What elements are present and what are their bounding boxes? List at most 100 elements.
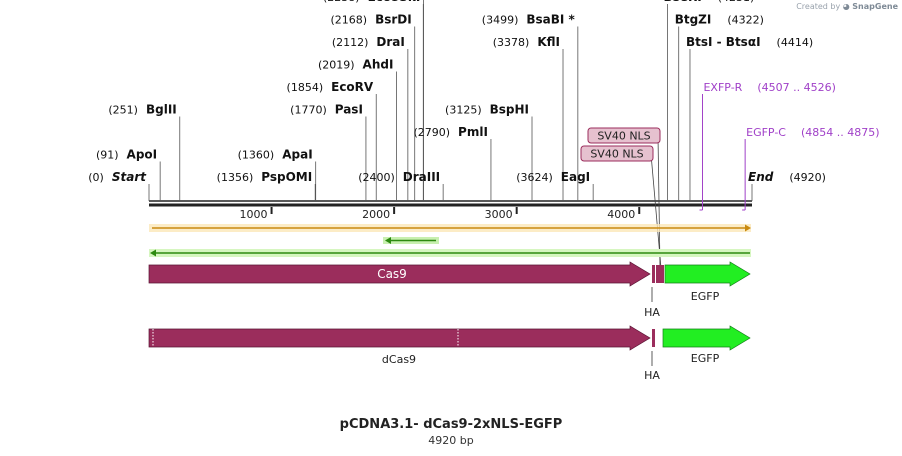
ha-label-2: HA [644, 369, 660, 382]
site-name: PmlI [458, 125, 488, 139]
nls-labels: SV40 NLS SV40 NLS [580, 127, 662, 269]
site-bseri[interactable]: BseRI (4231) [664, 0, 755, 201]
nls-box [580, 145, 654, 162]
site-position: (1770) [290, 104, 327, 117]
site-name: BseRI [664, 0, 702, 4]
site-position: (3125) [445, 104, 482, 117]
site-position: (2400) [358, 171, 395, 184]
nls-label[interactable]: SV40 NLS [587, 127, 661, 269]
site-position: (0) [88, 171, 104, 184]
site-draiii[interactable]: DraIII (2400) [358, 170, 444, 201]
site-eagi[interactable]: EagI (3624) [516, 170, 594, 201]
site-name: EcoRV [331, 80, 374, 94]
ruler-tick-label: 3000 [485, 208, 513, 221]
site-position: (2112) [332, 36, 369, 49]
site-name: BspHI [490, 103, 529, 117]
egfp-label-1: EGFP [691, 290, 720, 303]
site-position: (1854) [287, 81, 324, 94]
snapgene-credit: Created by ◕ SnapGene [796, 2, 898, 11]
dcas9-label: dCas9 [382, 353, 416, 366]
cas9-feature[interactable]: Cas9 [148, 261, 651, 287]
ha-tag-2: HA [644, 351, 660, 382]
cas9-label: Cas9 [377, 267, 407, 281]
primer-name: EXFP-R [703, 81, 742, 94]
site-saci[interactable]: SacI(2240) [348, 0, 424, 201]
site-name: BtgZI [675, 13, 712, 27]
site-name: PspOMI [261, 170, 312, 184]
primer-egfp-c[interactable]: EGFP-C (4854 .. 4875) [742, 126, 880, 211]
site-btgzi[interactable]: BtgZI (4322) [675, 13, 764, 202]
site-name: ApaI [282, 148, 312, 162]
map-title: pCDNA3.1- dCas9-2xNLS-EGFP [339, 417, 563, 432]
site-position: (4322) [727, 14, 764, 27]
site-position: (1360) [238, 149, 275, 162]
site-ahdi[interactable]: AhdI (2019) [318, 58, 397, 202]
credit-brand: SnapGene [852, 2, 898, 11]
primer-annotations: EXFP-R (4507 .. 4526) EGFP-C (4854 .. 4875) [699, 81, 880, 211]
primer-range: (4507 .. 4526) [757, 81, 836, 94]
primer-exfp-r[interactable]: EXFP-R (4507 .. 4526) [699, 81, 836, 211]
site-position: (1356) [217, 171, 254, 184]
site-name: KflI [537, 35, 560, 49]
site-name: Eco53kI [368, 0, 421, 4]
ruler-tick-label: 1000 [240, 208, 268, 221]
site-position: (251) [108, 104, 138, 117]
site-bsphi[interactable]: BspHI (3125) [445, 103, 533, 202]
small-green-arrow [383, 237, 439, 244]
site-apai[interactable]: ApaI (1360) [238, 148, 317, 202]
site-name: BsrDI [375, 13, 412, 27]
egfp-label-2: EGFP [691, 352, 720, 365]
site-bsrdi[interactable]: BsrDI(2168) [330, 13, 416, 202]
ha-label-1: HA [644, 306, 660, 319]
site-position: (2019) [318, 59, 355, 72]
site-pspomi[interactable]: PspOMI (1356) [217, 170, 316, 201]
site-name: DraI [376, 35, 404, 49]
site-apoi[interactable]: ApoI (91) [96, 148, 161, 202]
site-pasi[interactable]: PasI (1770) [290, 103, 367, 202]
green-orf-line [149, 249, 751, 257]
nls-connector [657, 135, 661, 269]
site-position: (3378) [493, 36, 530, 49]
site-position: (2238) [323, 0, 360, 4]
site-name: BglII [146, 103, 177, 117]
ruler-tick-label: 4000 [607, 208, 635, 221]
nls-text: SV40 NLS [590, 148, 643, 161]
map-length: 4920 bp [428, 434, 474, 447]
site-name: DraIII [403, 170, 440, 184]
site-btsi-bts-i[interactable]: BtsI - BtsαI(4414) [686, 35, 813, 201]
site-name: PasI [335, 103, 363, 117]
site-position: (91) [96, 149, 119, 162]
site-kfli[interactable]: KflI (3378) [493, 35, 564, 201]
site-position: (3624) [516, 171, 553, 184]
site-name: BsaBI * [526, 13, 575, 27]
site-end[interactable]: End(4920) [748, 170, 826, 201]
dcas9-tag-block [652, 329, 655, 347]
site-name: EagI [561, 170, 590, 184]
nls-box [587, 127, 661, 144]
site-bglii[interactable]: BglII (251) [108, 103, 181, 202]
nls-text: SV40 NLS [597, 130, 650, 143]
site-drai[interactable]: DraI (2112) [332, 35, 409, 201]
site-position: (3499) [482, 14, 519, 27]
orange-orf-line [149, 224, 751, 232]
site-ecorv[interactable]: EcoRV (1854) [287, 80, 377, 201]
primer-range: (4854 .. 4875) [801, 126, 880, 139]
site-position: (4920) [789, 171, 826, 184]
site-start[interactable]: Start (0) [88, 170, 150, 201]
primer-name: EGFP-C [746, 126, 786, 139]
egfp-feature-2[interactable]: EGFP [662, 325, 751, 365]
site-name: Start [112, 170, 147, 184]
site-name: AhdI [363, 58, 394, 72]
site-bsabi[interactable]: BsaBI * (3499) [482, 13, 579, 202]
site-name: ApoI [127, 148, 158, 162]
site-position: (4414) [777, 36, 814, 49]
nls-label[interactable]: SV40 NLS [580, 145, 662, 269]
egfp-feature-1[interactable]: EGFP [664, 261, 751, 303]
snapgene-logo-icon: ◕ [842, 2, 850, 11]
credit-prefix: Created by [796, 2, 841, 11]
site-pmli[interactable]: PmlI(2790) [413, 125, 492, 201]
site-position: (4231) [718, 0, 755, 4]
dcas9-feature[interactable]: dCas9 [148, 325, 651, 366]
backbone [149, 200, 752, 207]
